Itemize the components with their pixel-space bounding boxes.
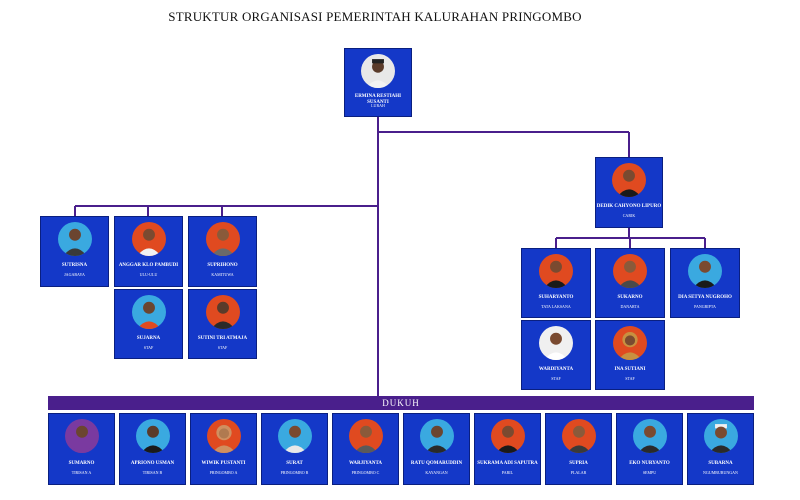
avatar-icon — [688, 254, 722, 288]
card-staf: SUTINI TRI ATMAJA STAF — [188, 289, 257, 359]
card-ulu-ulu: ANGGAR KLO PAMBUDI ULU-ULU — [114, 216, 183, 287]
card-jagabaya: SUTRISNA JAGABAYA — [40, 216, 109, 287]
avatar-icon — [205, 295, 240, 329]
card-kamituwa: SUPRIHONO KAMITUWA — [188, 216, 257, 287]
card-danarta: SUKARNO DANARTA — [595, 248, 665, 318]
card-staf: WARDIYANTA STAF — [521, 320, 591, 390]
avatar-icon — [57, 222, 92, 256]
avatar-icon — [612, 163, 646, 197]
avatar-icon — [205, 222, 240, 256]
card-dukuh: RATU QOMARUDDIN KAYANGAN — [403, 413, 470, 485]
card-carik: DEDIK CAHYONO LIPURO CARIK — [595, 157, 663, 228]
avatar-icon — [277, 419, 312, 453]
avatar-icon — [613, 254, 647, 288]
card-dukuh: WIWIK PUSTANTI PRINGOMBO A — [190, 413, 257, 485]
card-staf: INA SUTIANI STAF — [595, 320, 665, 390]
avatar-icon — [490, 419, 525, 453]
avatar-icon — [613, 326, 647, 360]
card-dukuh: EKO NURYANTO SEMPU — [616, 413, 683, 485]
card-dukuh: SUBARNA NGUMBURUNGAN — [687, 413, 754, 485]
card-dukuh: SURAT PRINGOMBO B — [261, 413, 328, 485]
avatar-icon — [64, 419, 99, 453]
page-title: STRUKTUR ORGANISASI PEMERINTAH KALURAHAN… — [168, 9, 582, 24]
dukuh-header-bar: DUKUH — [48, 396, 754, 410]
avatar-icon — [539, 326, 573, 360]
avatar-icon — [206, 419, 241, 453]
card-staf: SUJARNA STAF — [114, 289, 183, 359]
avatar-icon — [561, 419, 596, 453]
card-dukuh: SUPRIA PLALAR — [545, 413, 612, 485]
card-dukuh: SUMARNO TIRISAN A — [48, 413, 115, 485]
avatar-icon — [703, 419, 738, 453]
card-dukuh: SUKRAMA ADI SAPUTRA PARIL — [474, 413, 541, 485]
card-dukuh: WARJIYANTA PRINGOMBO C — [332, 413, 399, 485]
avatar-icon — [361, 54, 395, 88]
card-pangripta: DIA SETYA NUGROHO PANGRIPTA — [670, 248, 740, 318]
avatar-icon — [131, 295, 166, 329]
avatar-icon — [419, 419, 454, 453]
card-tata-laksana: SUHARYANTO TATA LAKSANA — [521, 248, 591, 318]
avatar-icon — [539, 254, 573, 288]
avatar-icon — [131, 222, 166, 256]
avatar-icon — [135, 419, 170, 453]
card-dukuh: APRIONO USMAN TIRISAN B — [119, 413, 186, 485]
avatar-icon — [632, 419, 667, 453]
avatar-icon — [348, 419, 383, 453]
card-lurah: ERMINA RESTIAHI SUSANTI LURAH — [344, 48, 412, 117]
